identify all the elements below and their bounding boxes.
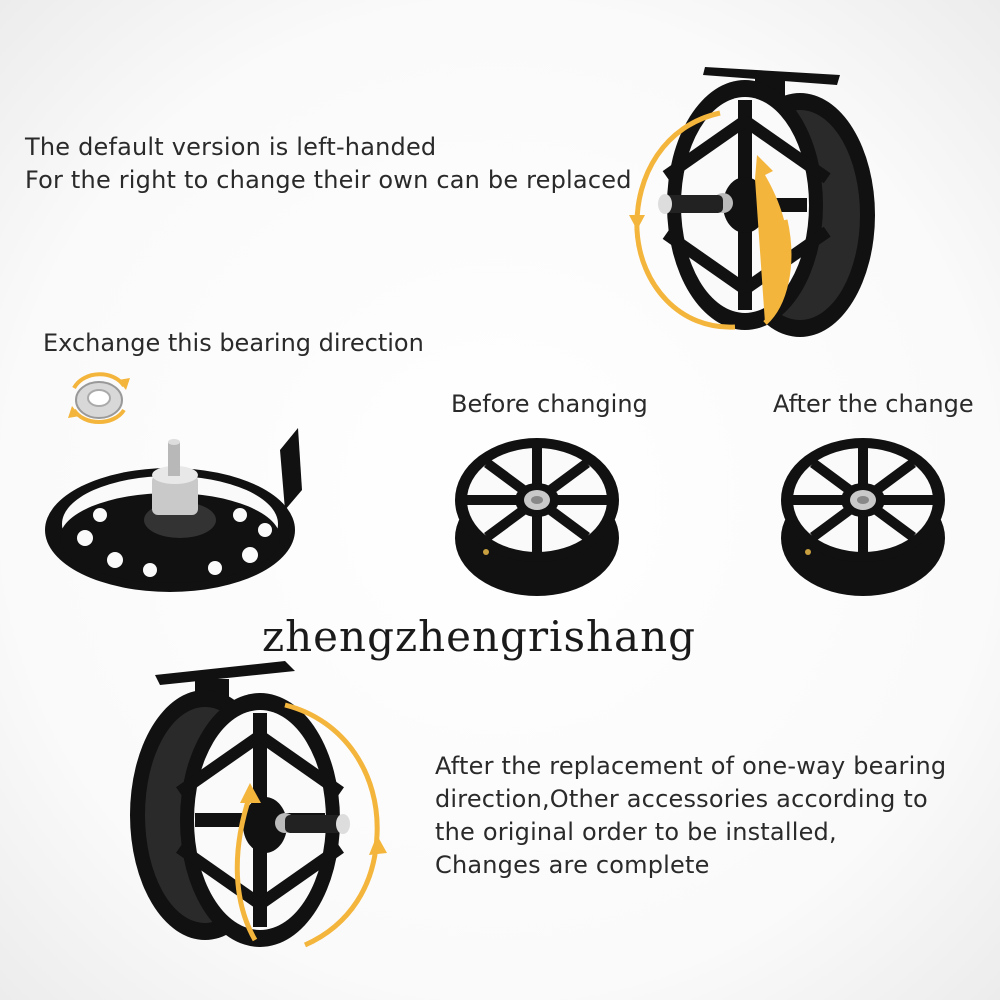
outro-text-line-4: Changes are complete <box>435 851 710 879</box>
intro-text-line-1: The default version is left-handed <box>25 133 437 161</box>
reel-frame-image <box>45 428 302 592</box>
outro-text-line-1: After the replacement of one-way bearing <box>435 752 947 780</box>
outro-text-line-2: direction,Other accessories according to <box>435 785 928 813</box>
after-change-label: After the change <box>773 390 974 418</box>
before-changing-label: Before changing <box>451 390 648 418</box>
spool-before-image <box>455 438 619 596</box>
intro-text-line-2: For the right to change their own can be… <box>25 166 632 194</box>
spool-after-image <box>781 438 945 596</box>
watermark-text: zhengzhengrishang <box>262 612 697 661</box>
reel-left-handed-image <box>629 67 875 337</box>
outro-text-line-3: the original order to be installed, <box>435 818 837 846</box>
bearing-label: Exchange this bearing direction <box>43 329 424 357</box>
bearing-image <box>68 372 130 424</box>
reel-right-handed-image <box>130 661 387 948</box>
